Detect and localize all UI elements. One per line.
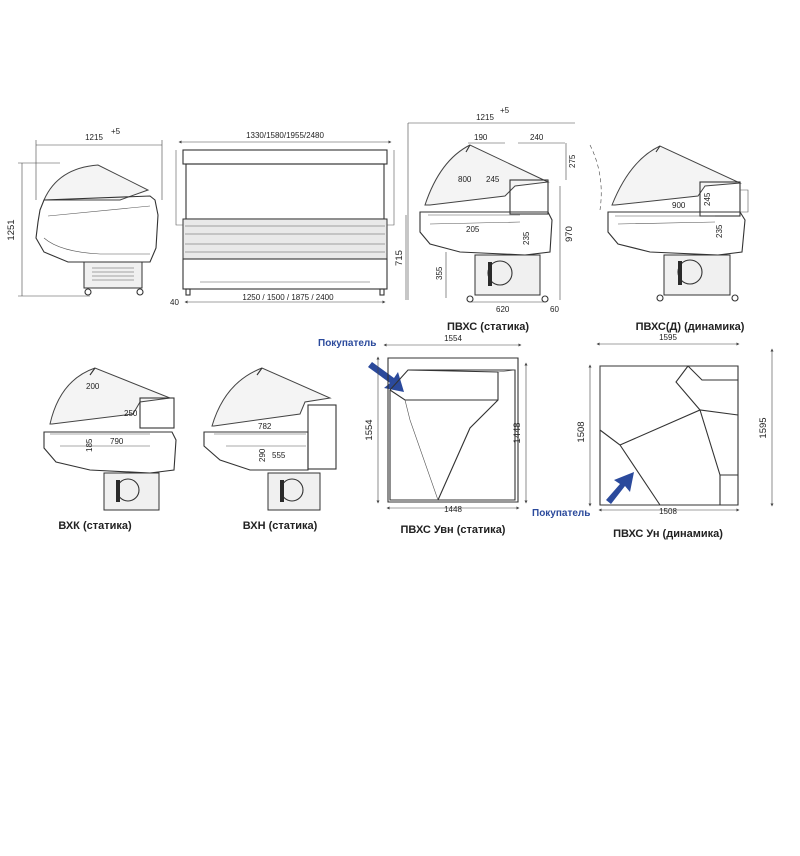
dim-bottom: 1508 [659,507,677,516]
front-body [175,149,395,296]
dim-bottom: 1448 [444,505,462,514]
pvhs-static-view: 1215 +5 190 240 275 800 245 205 235 715 [394,106,577,333]
dimension-line-width: 1215 +5 [35,127,163,200]
counter-profile [203,367,337,511]
dim-555: 555 [272,451,286,460]
dim-offset: 40 [170,298,179,307]
pvhs-dynamic-view: 900 245 235 ПВХС(Д) (динамика) [589,144,749,333]
dim-782: 782 [258,422,272,431]
corner-plan [599,365,739,506]
dim-715: 715 [394,250,405,266]
dim-290: 290 [258,448,267,462]
vhk-view: 200 250 185 790 ВХК (статика) [43,367,177,532]
dim-275: 275 [568,154,577,168]
dimension-line-top: 1330/1580/1955/2480 [178,131,392,144]
front-view: 1330/1580/1955/2480 1250 / 1500 / 1875 /… [170,131,395,307]
dim-620: 620 [496,305,510,314]
dim-245: 245 [486,175,500,184]
dim-200: 200 [86,382,100,391]
caption-pvhs-dynamic: ПВХС(Д) (динамика) [636,321,745,333]
dim-height-label: 1251 [6,219,17,240]
corner-outer-view: 1595 1508 1595 1508 ПВХС Ун (динамика) [576,333,774,540]
vent-grille [92,267,134,281]
dimension-line-bottom: 1250 / 1500 / 1875 / 2400 40 [170,293,386,307]
buyer-marker-2: Покупатель [532,472,634,519]
dim-width-sup: +5 [111,127,121,136]
caption-vhn: ВХН (статика) [243,520,318,532]
dim-240: 240 [530,133,544,142]
caption-corner-outer: ПВХС Ун (динамика) [613,528,723,540]
dim-width-label: 1215 [476,113,494,122]
dim-bottom-lengths: 1250 / 1500 / 1875 / 2400 [242,293,334,302]
buyer-arrow-icon [606,472,634,504]
dim-width-sup: +5 [500,106,510,115]
vhn-view: 782 290 555 ВХН (статика) [203,367,337,532]
dim-235: 235 [715,224,724,238]
side-view-1: 1215 +5 1251 [6,127,163,297]
counter-profile [419,144,553,303]
dim-60: 60 [550,305,559,314]
counter-profile [35,164,159,296]
dim-790: 790 [110,437,124,446]
caption-corner-inner: ПВХС Увн (статика) [401,524,506,536]
caption-pvhs-static: ПВХС (статика) [447,321,529,333]
dim-355: 355 [435,266,444,280]
corner-plan [387,357,519,503]
dim-800: 800 [458,175,472,184]
dim-right: 1595 [758,417,769,438]
dim-205: 205 [466,225,480,234]
dim-900: 900 [672,201,686,210]
dim-top: 1554 [444,334,462,343]
dim-250: 250 [124,409,138,418]
buyer-label: Покупатель [318,338,376,349]
buyer-label: Покупатель [532,508,590,519]
dim-245: 245 [703,192,712,206]
dim-left: 1508 [576,421,587,442]
dim-left: 1554 [364,419,375,440]
dimension-line-width: 1215 +5 [407,106,575,300]
dim-190: 190 [474,133,488,142]
dim-top: 1595 [659,333,677,342]
dim-top-lengths: 1330/1580/1955/2480 [246,131,324,140]
dim-235: 235 [522,231,531,245]
dim-185: 185 [85,438,94,452]
buyer-arrow-icon [368,362,404,392]
dim-width-label: 1215 [85,133,103,142]
counter-profile [607,145,749,302]
corner-inner-view: 1554 1554 1448 1448 ПВХС Увн (статика) [364,334,528,536]
caption-vhk: ВХК (статика) [58,520,132,532]
buyer-marker-1: Покупатель [318,338,404,392]
counter-profile [43,367,177,511]
dim-970: 970 [564,226,575,242]
dimension-line-height: 1251 [6,162,90,297]
